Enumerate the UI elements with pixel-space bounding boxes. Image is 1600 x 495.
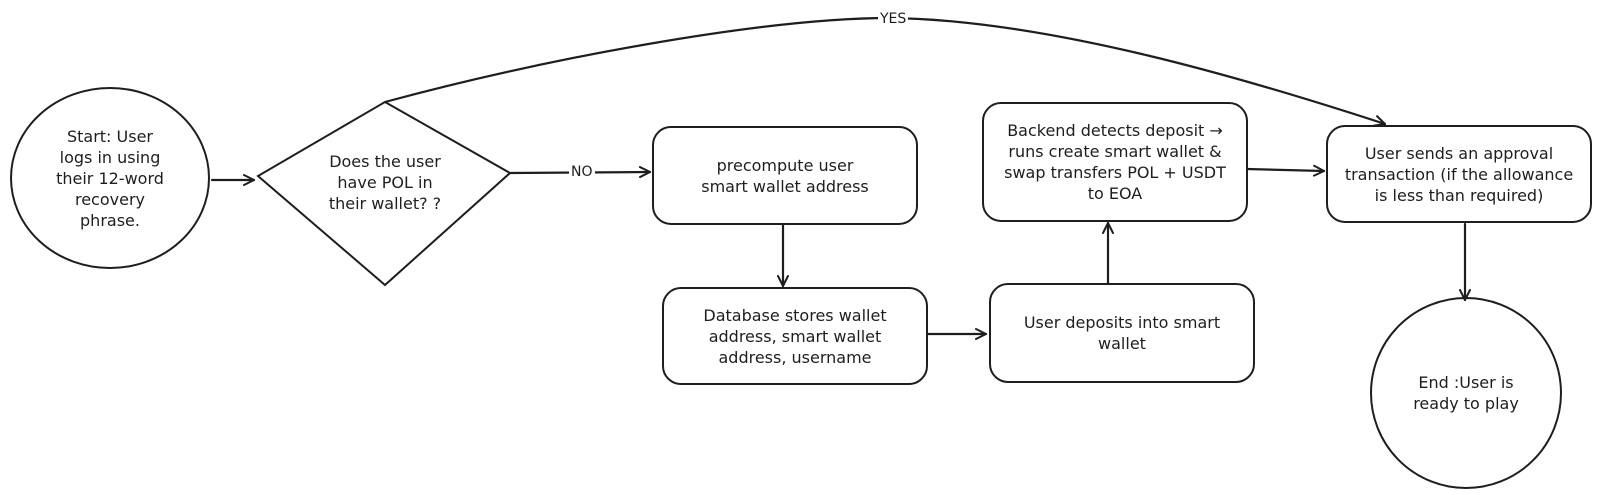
- database-node-text: Database stores wallet address, smart wa…: [703, 305, 887, 367]
- precompute-node-shape: [652, 126, 918, 225]
- edge-backend-to-approval: [1245, 164, 1326, 177]
- backend-node-shape: [982, 102, 1248, 222]
- deposit-node-text: User deposits into smart wallet: [1023, 313, 1221, 353]
- decision-node-text: Does the user have POL in their wallet? …: [328, 152, 442, 213]
- start-node-text: Start: User logs in using their 12-word …: [56, 126, 164, 230]
- backend-node-text: Backend detects deposit → runs create sm…: [1004, 121, 1226, 203]
- end-node-text: End :User is ready to play: [1413, 373, 1519, 413]
- yes-edge-label: YES: [878, 11, 909, 27]
- no-edge-label: NO: [569, 164, 595, 180]
- start-node-shape: [10, 87, 210, 269]
- decision-node-shape: [256, 100, 512, 287]
- database-node-shape: [662, 287, 928, 385]
- approval-node-shape: [1326, 125, 1592, 223]
- approval-node-text: User sends an approval transaction (if t…: [1344, 143, 1574, 205]
- deposit-node-shape: [989, 283, 1255, 383]
- precompute-node-text: precompute user smart wallet address: [701, 155, 869, 196]
